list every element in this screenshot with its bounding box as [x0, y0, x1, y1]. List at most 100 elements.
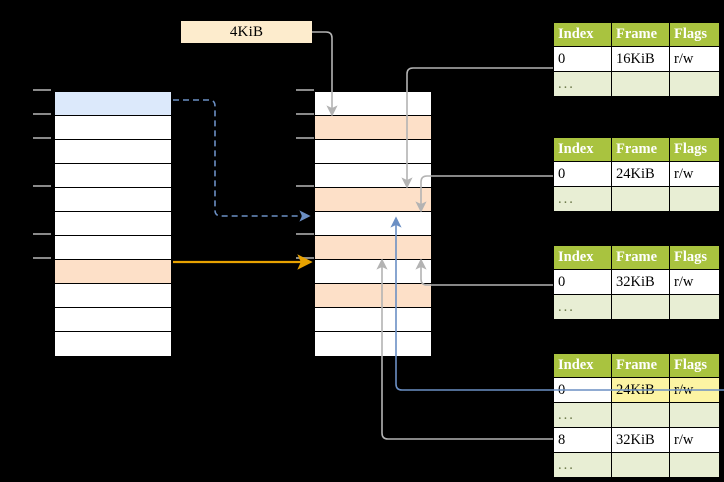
physical-memory-column	[313, 90, 433, 356]
mid-row-8[interactable]	[315, 284, 431, 308]
mid-tick-0	[296, 89, 314, 91]
size-label-4kib: 4KiB	[181, 21, 312, 43]
cell-flags: r/w	[669, 377, 720, 403]
col-header-frame: Frame	[611, 137, 670, 162]
col-header-flags: Flags	[669, 245, 720, 270]
table-header-row: Index Frame Flags	[553, 245, 720, 270]
cell-index: ...	[553, 294, 612, 320]
left-row-7[interactable]	[55, 260, 171, 284]
table-row[interactable]: ...	[553, 186, 720, 212]
cell-index: 0	[553, 377, 612, 403]
mid-tick-3	[296, 185, 314, 187]
mid-row-9[interactable]	[315, 308, 431, 332]
col-header-index: Index	[553, 245, 612, 270]
col-header-index: Index	[553, 353, 612, 378]
cell-frame: 24KiB	[611, 161, 670, 187]
mid-row-2[interactable]	[315, 140, 431, 164]
cell-frame	[611, 71, 670, 97]
left-row-10[interactable]	[55, 332, 171, 356]
left-row-9[interactable]	[55, 308, 171, 332]
col-header-flags: Flags	[669, 22, 720, 47]
cell-index: 0	[553, 161, 612, 187]
left-row-8[interactable]	[55, 284, 171, 308]
left-row-3[interactable]	[55, 164, 171, 188]
col-header-flags: Flags	[669, 137, 720, 162]
mid-tick-5	[296, 257, 314, 259]
table-row[interactable]: ...	[553, 294, 720, 320]
left-tick-5	[33, 257, 51, 259]
left-row-4[interactable]	[55, 188, 171, 212]
cell-index: 8	[553, 427, 612, 453]
cell-index: ...	[553, 71, 612, 97]
left-row-0[interactable]	[55, 92, 171, 116]
mid-row-4[interactable]	[315, 188, 431, 212]
col-header-frame: Frame	[611, 353, 670, 378]
table-row[interactable]: 8 32KiB r/w	[553, 427, 720, 453]
virtual-address-column	[53, 90, 173, 356]
cell-frame	[611, 402, 670, 428]
mid-tick-4	[296, 233, 314, 235]
cell-frame: 32KiB	[611, 269, 670, 295]
mid-tick-2	[296, 137, 314, 139]
page-table-level-3: Index Frame Flags 0 24KiB r/w ... 8 32Ki…	[553, 353, 720, 478]
wire-table2-to-mid8	[415, 258, 553, 286]
left-row-1[interactable]	[55, 116, 171, 140]
cell-flags: r/w	[669, 161, 720, 187]
table-row[interactable]: 0 24KiB r/w	[553, 377, 720, 403]
table-header-row: Index Frame Flags	[553, 137, 720, 162]
mid-row-0[interactable]	[315, 92, 431, 116]
left-row-5[interactable]	[55, 212, 171, 236]
page-table-level-1: Index Frame Flags 0 24KiB r/w ...	[553, 137, 720, 212]
cell-flags	[669, 402, 720, 428]
table-row[interactable]: ...	[553, 452, 720, 478]
left-tick-4	[33, 233, 51, 235]
col-header-frame: Frame	[611, 245, 670, 270]
left-tick-3	[33, 185, 51, 187]
left-row-6[interactable]	[55, 236, 171, 260]
cell-index: ...	[553, 452, 612, 478]
table-row[interactable]: ...	[553, 71, 720, 97]
cell-frame	[611, 186, 670, 212]
table-row[interactable]: 0 24KiB r/w	[553, 161, 720, 187]
cell-index: ...	[553, 186, 612, 212]
col-header-index: Index	[553, 137, 612, 162]
left-tick-1	[33, 113, 51, 115]
cell-flags	[669, 186, 720, 212]
col-header-index: Index	[553, 22, 612, 47]
cell-index: 0	[553, 46, 612, 72]
cell-flags: r/w	[669, 46, 720, 72]
mid-row-5[interactable]	[315, 212, 431, 236]
cell-flags: r/w	[669, 269, 720, 295]
cell-index: ...	[553, 402, 612, 428]
mid-row-6[interactable]	[315, 236, 431, 260]
cell-index: 0	[553, 269, 612, 295]
table-row[interactable]: ...	[553, 402, 720, 428]
col-header-frame: Frame	[611, 22, 670, 47]
table-row[interactable]: 0 16KiB r/w	[553, 46, 720, 72]
mid-row-7[interactable]	[315, 260, 431, 284]
table-header-row: Index Frame Flags	[553, 22, 720, 47]
col-header-flags: Flags	[669, 353, 720, 378]
cell-frame	[611, 294, 670, 320]
cell-flags	[669, 71, 720, 97]
table-header-row: Index Frame Flags	[553, 353, 720, 378]
wire-table1-to-mid6	[415, 175, 553, 213]
cell-flags: r/w	[669, 427, 720, 453]
cell-frame: 16KiB	[611, 46, 670, 72]
left-tick-2	[33, 137, 51, 139]
cell-frame	[611, 452, 670, 478]
table-row[interactable]: 0 32KiB r/w	[553, 269, 720, 295]
cell-flags	[669, 294, 720, 320]
left-tick-0	[33, 89, 51, 91]
cell-flags	[669, 452, 720, 478]
cell-frame: 32KiB	[611, 427, 670, 453]
mid-row-3[interactable]	[315, 164, 431, 188]
mid-tick-1	[296, 113, 314, 115]
page-table-level-2: Index Frame Flags 0 32KiB r/w ...	[553, 245, 720, 320]
mid-row-1[interactable]	[315, 116, 431, 140]
wire-left0-to-mid6-dashed	[173, 99, 311, 222]
page-table-level-0: Index Frame Flags 0 16KiB r/w ...	[553, 22, 720, 97]
mid-row-10[interactable]	[315, 332, 431, 356]
left-row-2[interactable]	[55, 140, 171, 164]
